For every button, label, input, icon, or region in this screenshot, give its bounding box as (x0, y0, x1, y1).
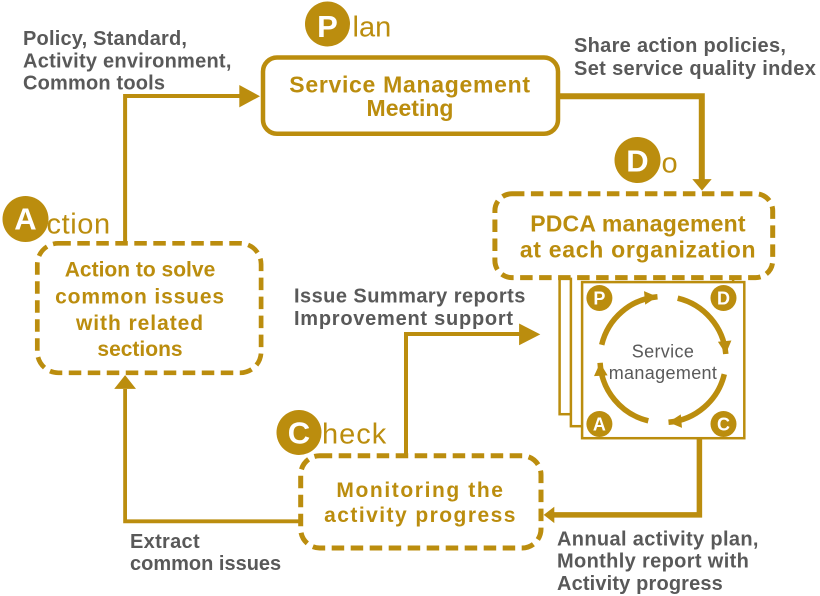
svg-text:sections: sections (97, 338, 182, 361)
svg-text:management: management (609, 363, 718, 383)
svg-text:with related: with related (75, 312, 204, 335)
svg-text:Meeting: Meeting (367, 95, 454, 121)
svg-text:P: P (317, 9, 338, 44)
svg-text:Improvement support: Improvement support (294, 308, 514, 330)
svg-text:A: A (14, 202, 36, 237)
svg-text:A: A (593, 415, 606, 435)
svg-text:C: C (288, 416, 310, 451)
svg-text:activity progress: activity progress (324, 504, 517, 527)
svg-text:ction: ction (47, 209, 111, 241)
svg-text:Activity environment,: Activity environment, (23, 50, 232, 72)
svg-text:Share action policies,: Share action policies, (574, 35, 786, 57)
svg-text:Service Management: Service Management (289, 72, 530, 98)
svg-text:common issues: common issues (55, 286, 225, 309)
svg-text:Policy, Standard,: Policy, Standard, (23, 28, 187, 50)
svg-text:P: P (593, 289, 605, 309)
svg-text:at each organization: at each organization (520, 237, 756, 263)
svg-text:Issue Summary reports: Issue Summary reports (294, 285, 526, 307)
svg-text:Action to solve: Action to solve (65, 259, 216, 282)
svg-text:D: D (717, 289, 730, 309)
svg-text:common issues: common issues (130, 553, 281, 575)
svg-text:C: C (717, 415, 730, 435)
svg-text:D: D (626, 144, 648, 179)
svg-text:Extract: Extract (130, 531, 200, 553)
svg-text:Monthly report with: Monthly report with (557, 551, 749, 573)
svg-text:heck: heck (322, 418, 387, 450)
svg-text:Activity progress: Activity progress (557, 573, 723, 595)
svg-text:lan: lan (353, 12, 392, 44)
svg-text:Monitoring the: Monitoring the (336, 479, 504, 502)
svg-text:Service: Service (632, 342, 694, 362)
svg-text:Annual activity plan,: Annual activity plan, (557, 529, 759, 551)
svg-text:Set service quality index: Set service quality index (574, 58, 816, 80)
svg-text:o: o (662, 148, 678, 180)
svg-text:PDCA management: PDCA management (530, 211, 746, 237)
svg-text:Common tools: Common tools (23, 73, 165, 95)
